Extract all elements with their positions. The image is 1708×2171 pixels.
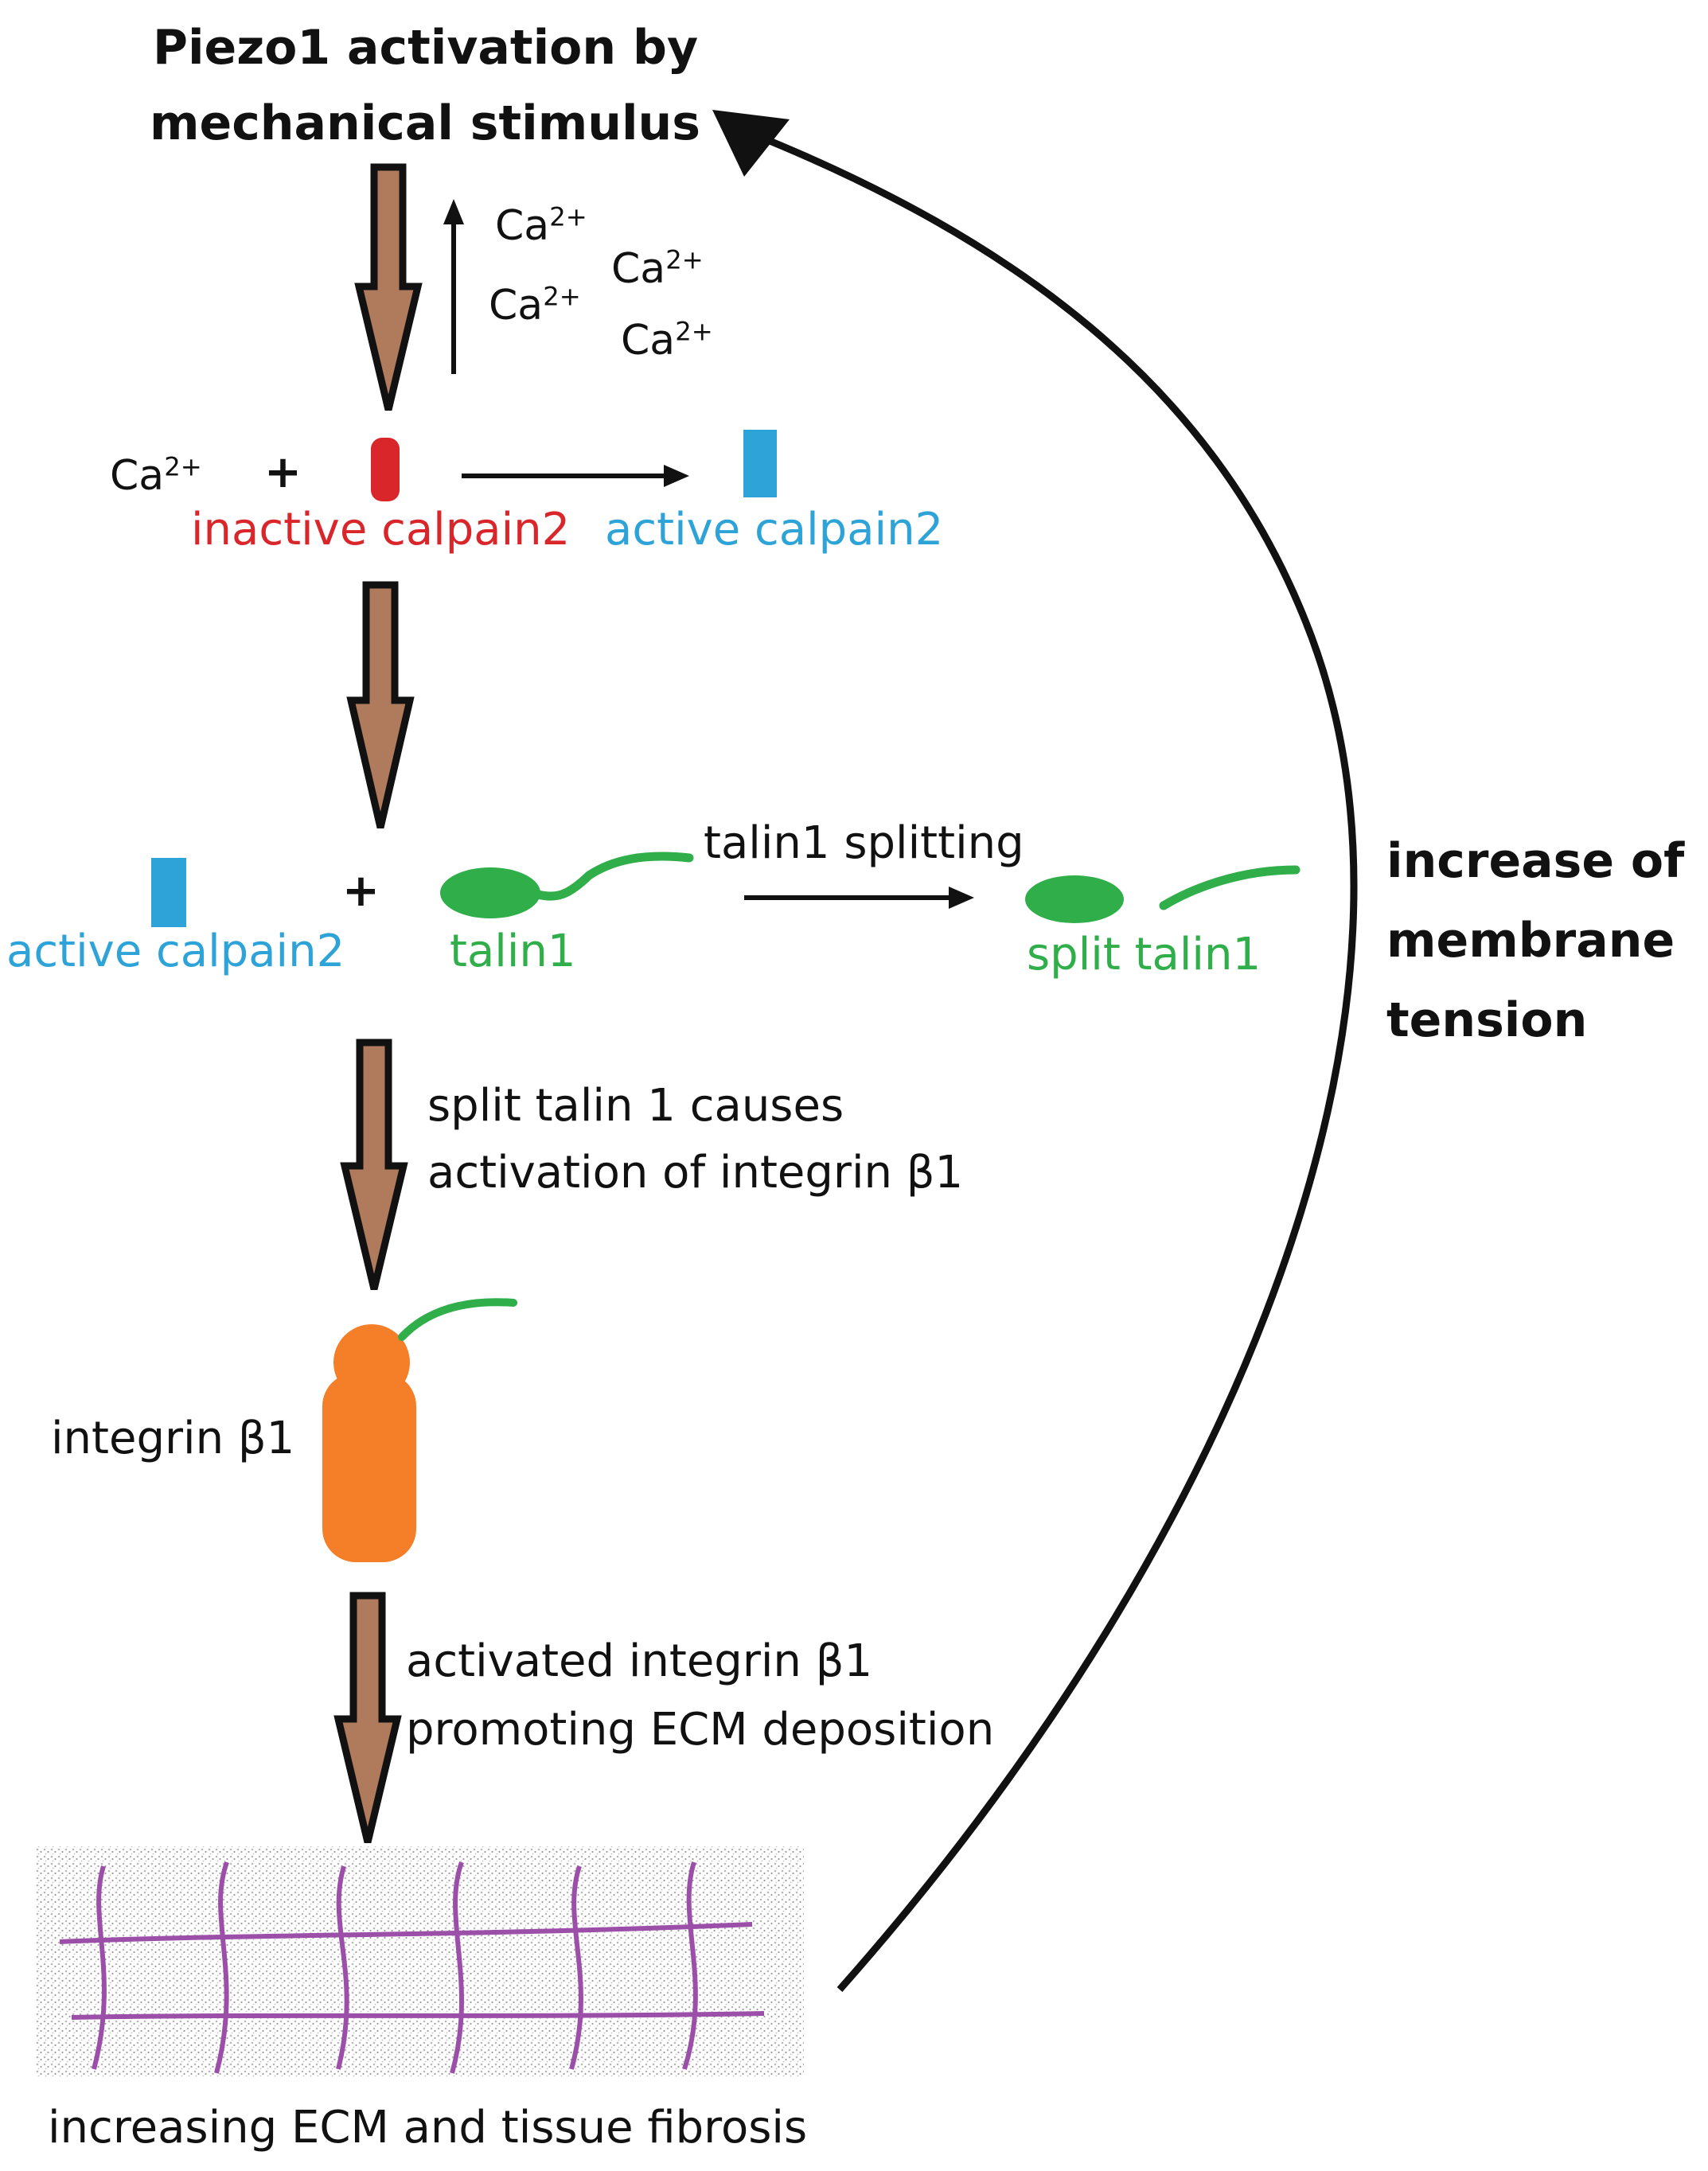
ecm-fibrosis-label: increasing ECM and tissue fibrosis	[48, 2102, 808, 2153]
integrin-beta1-body	[322, 1373, 416, 1562]
ecm-fiber-h2	[71, 2011, 765, 2020]
active-calpain2-shape-top	[743, 430, 777, 497]
ecm-deposition-caption-line-1: activated integrin β1	[406, 1635, 873, 1687]
integrin-activation-caption-line-2: activation of integrin β1	[427, 1147, 964, 1199]
ecm-fiber-v1	[92, 1865, 107, 2070]
ecm-fiber-v6	[682, 1861, 698, 2070]
flow-arrow-4	[333, 1592, 402, 1844]
active-calpain2-label-left: active calpain2	[6, 926, 345, 977]
talin1-head	[440, 867, 540, 918]
inactive-calpain2-label: inactive calpain2	[191, 504, 571, 555]
calcium-ion-1: Ca2+	[495, 201, 587, 250]
diagram-title-line-1: Piezo1 activation by	[153, 20, 699, 76]
calcium-influx-arrowhead	[443, 199, 464, 224]
talin1-tail	[533, 852, 694, 901]
talin1-splitting-label: talin1 splitting	[704, 817, 1024, 869]
split-talin1-tail	[1159, 865, 1300, 910]
membrane-tension-label-line-1: increase of	[1386, 833, 1685, 889]
ecm-fiber-h1	[59, 1922, 753, 1944]
flow-arrow-3	[340, 1039, 408, 1291]
ecm-fiber-v5	[569, 1865, 583, 2070]
plus-sign-2: +	[342, 865, 380, 917]
calcium-ion-3: Ca2+	[489, 281, 581, 329]
feedback-arrow	[755, 131, 1358, 1992]
talin-splitting-arrowhead	[949, 887, 974, 909]
ecm-mesh	[36, 1846, 804, 2077]
ecm-fiber-v3	[336, 1865, 349, 2070]
calcium-ion-4: Ca2+	[621, 316, 713, 364]
integrin-activation-caption-line-1: split talin 1 causes	[427, 1080, 844, 1132]
calcium-ion-2: Ca2+	[611, 244, 704, 293]
inactive-calpain2-shape	[371, 438, 400, 501]
calcium-ion-5: Ca2+	[110, 451, 202, 500]
active-calpain2-shape-left	[151, 858, 186, 927]
integrin-beta1-label: integrin β1	[51, 1413, 295, 1464]
membrane-tension-label-line-3: tension	[1386, 992, 1588, 1048]
membrane-tension-label-line-2: membrane	[1386, 913, 1675, 969]
ecm-deposition-caption-line-2: promoting ECM deposition	[406, 1704, 995, 1756]
integrin-talin-tail	[398, 1298, 517, 1341]
ecm-fiber-v4	[450, 1861, 464, 2074]
active-calpain2-label-top: active calpain2	[605, 504, 944, 555]
diagram-title-line-2: mechanical stimulus	[150, 95, 700, 151]
split-talin1-label: split talin1	[1027, 929, 1262, 980]
plus-sign-1: +	[264, 446, 302, 498]
flow-arrow-2	[346, 581, 415, 829]
flow-arrow-1	[354, 163, 423, 411]
talin1-label: talin1	[450, 926, 576, 977]
feedback-arrowhead	[712, 110, 790, 177]
ecm-background	[36, 1846, 804, 2077]
ecm-fiber-v2	[214, 1861, 229, 2074]
split-talin1-head	[1025, 875, 1124, 923]
calpain-activation-arrowhead	[664, 465, 689, 487]
